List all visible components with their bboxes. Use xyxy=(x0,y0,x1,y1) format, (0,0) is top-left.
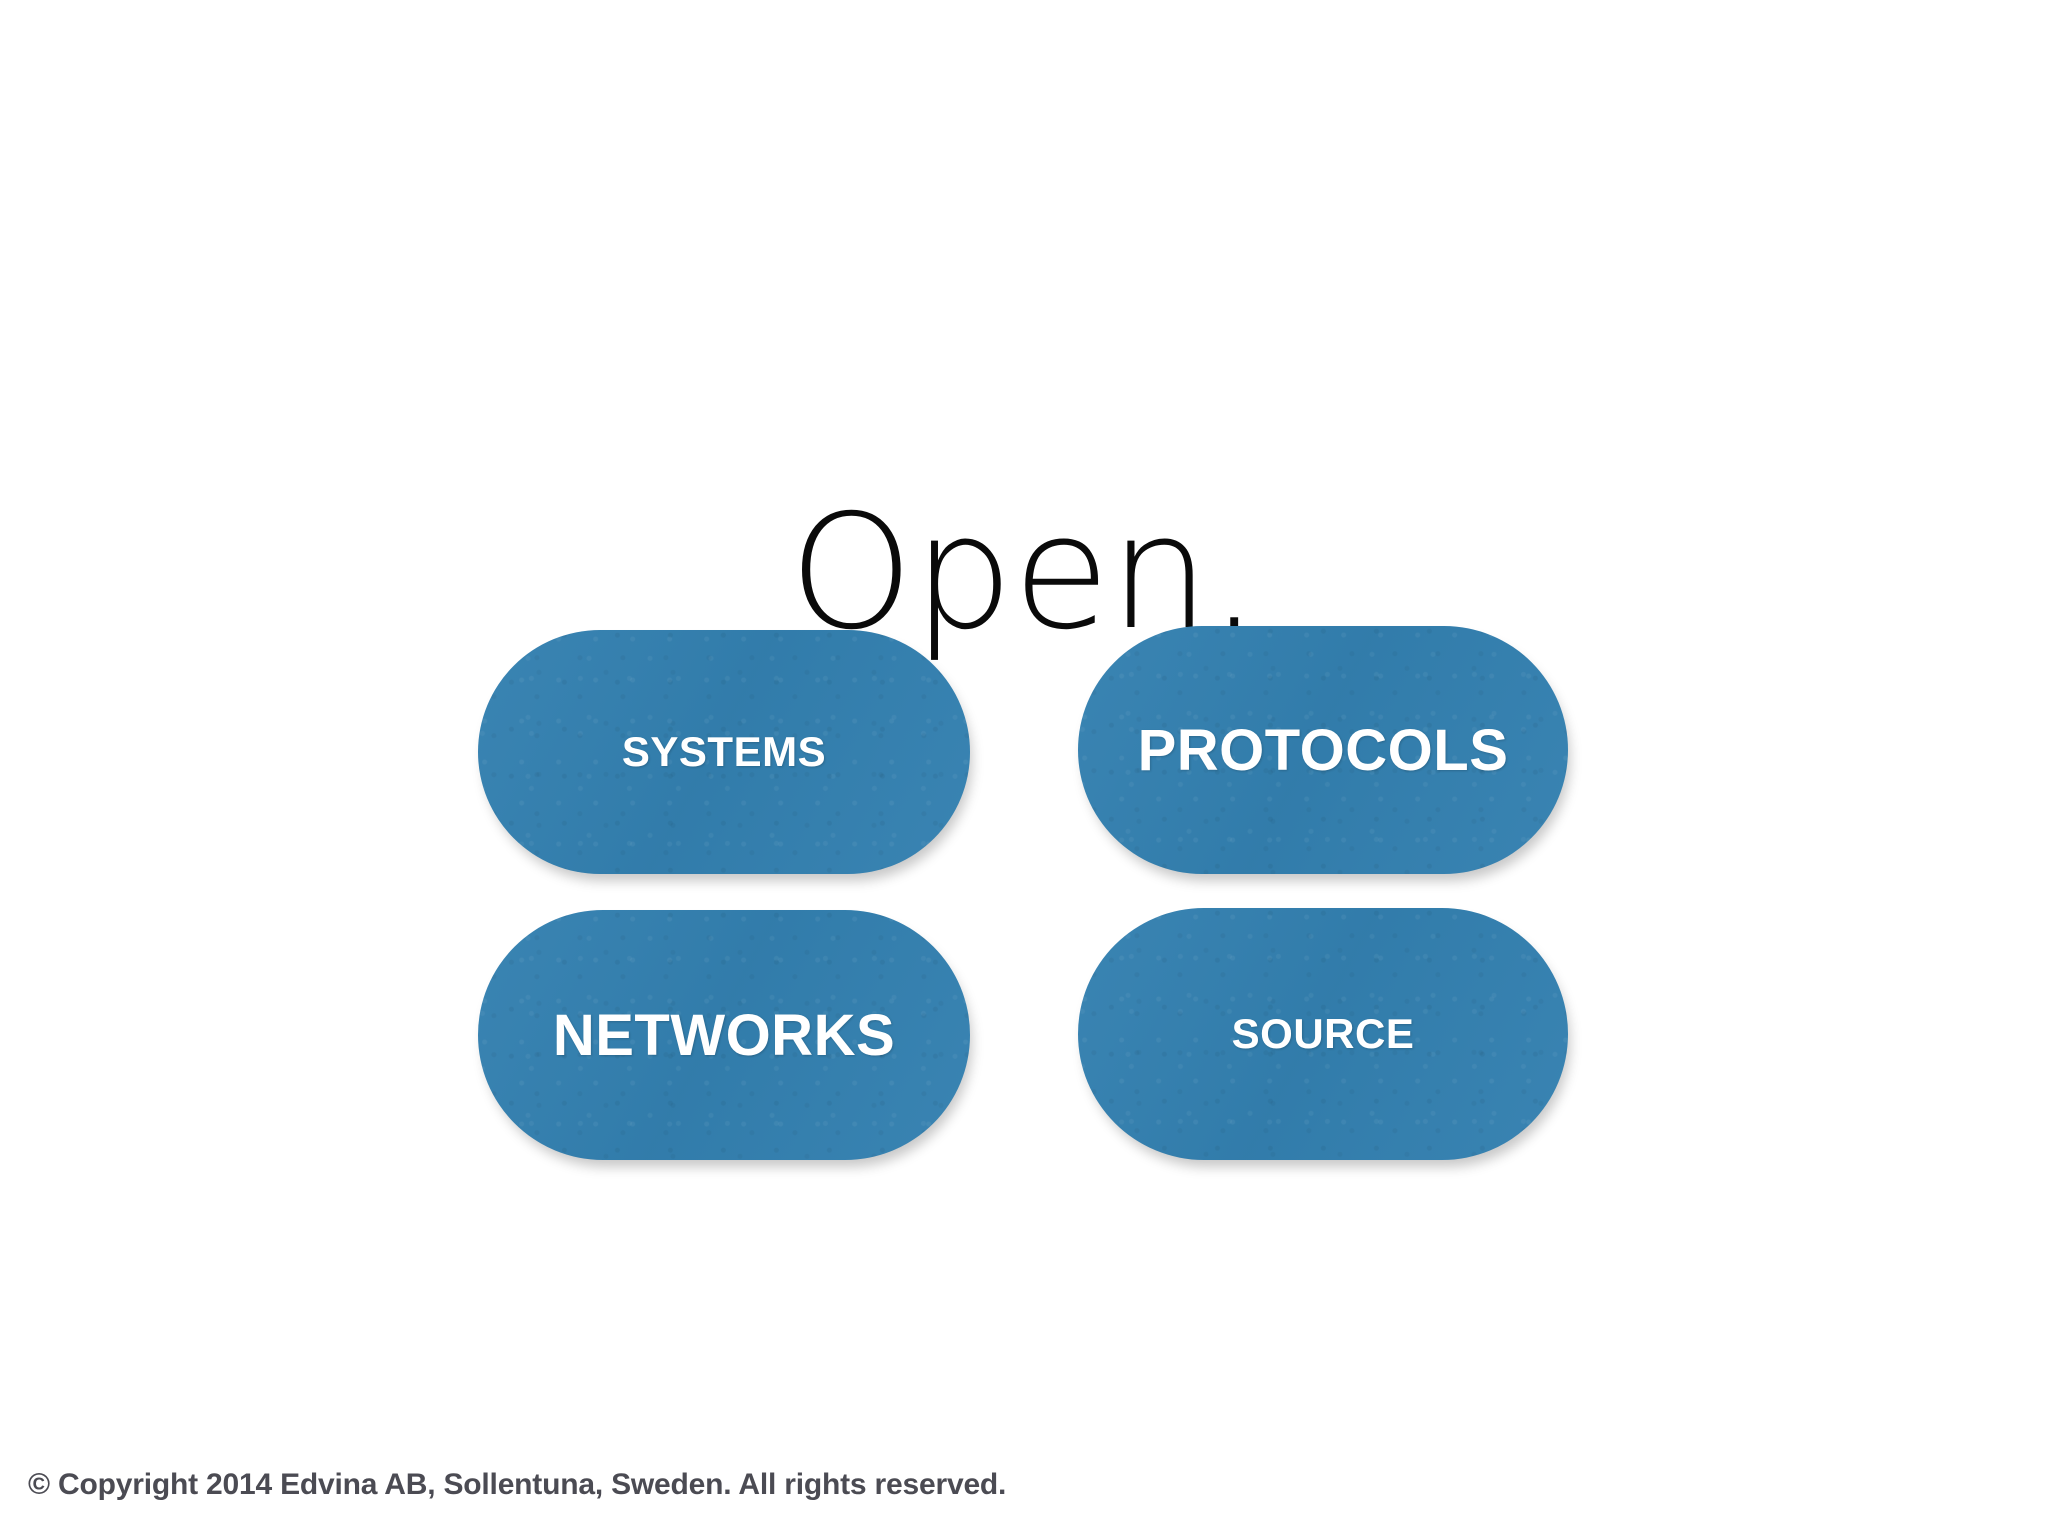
concept-pill-networks[interactable]: NETWORKS xyxy=(478,910,970,1160)
concept-pill-label: PROTOCOLS xyxy=(1137,717,1509,783)
concept-pill-label: NETWORKS xyxy=(552,1002,896,1068)
concept-pill-protocols[interactable]: PROTOCOLS xyxy=(1078,626,1568,874)
concept-pill-source[interactable]: SOURCE xyxy=(1078,908,1568,1160)
page-title: Open. xyxy=(789,480,1259,665)
concept-pill-label: SOURCE xyxy=(1231,1010,1415,1057)
concept-pill-label: SYSTEMS xyxy=(621,728,827,775)
footer-copyright: © Copyright 2014 Edvina AB, Sollentuna, … xyxy=(28,1468,1007,1501)
concept-pill-systems[interactable]: SYSTEMS xyxy=(478,630,970,874)
concept-pill-grid: SYSTEMS PROTOCOLS NETWORKS SOURCE xyxy=(470,626,1580,1166)
